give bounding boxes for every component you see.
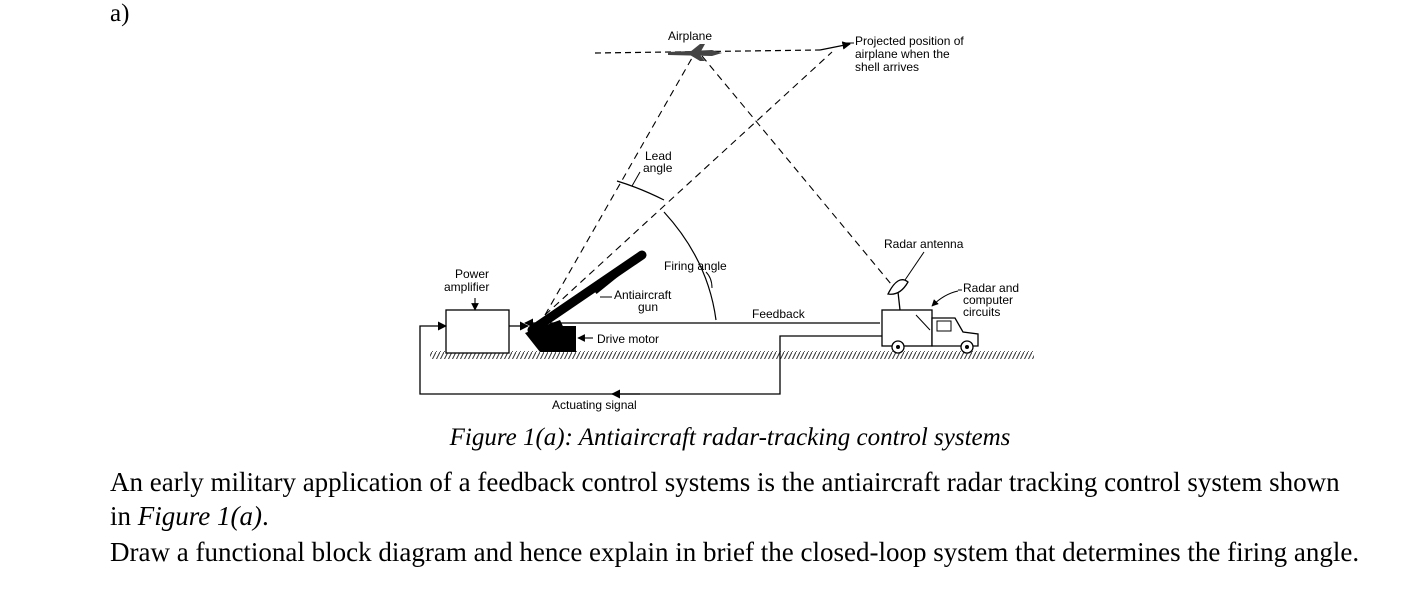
label-gun-2: gun bbox=[638, 300, 658, 314]
label-radar-antenna: Radar antenna bbox=[884, 237, 964, 251]
lead-angle-arc bbox=[616, 180, 665, 201]
label-projected-1: Projected position of bbox=[855, 34, 964, 48]
paragraph-description-text: An early military application of a feedb… bbox=[110, 467, 1340, 531]
label-gun-1: Antiaircraft bbox=[614, 288, 672, 302]
label-feedback: Feedback bbox=[752, 307, 806, 321]
label-power-2: amplifier bbox=[444, 280, 489, 294]
label-radar-circuits-3: circuits bbox=[963, 305, 1000, 319]
label-projected-2: airplane when the bbox=[855, 47, 950, 61]
radar-antenna-icon bbox=[887, 251, 925, 311]
radar-tracking-figure: Airplane Projected position of airplane … bbox=[419, 29, 1034, 412]
gun-to-projected-line bbox=[544, 51, 833, 316]
power-amplifier-box bbox=[445, 309, 510, 354]
paragraph-description: An early military application of a feedb… bbox=[110, 465, 1360, 533]
antiaircraft-gun-icon bbox=[525, 250, 647, 352]
actuating-signal-line bbox=[419, 321, 895, 395]
figure-reference: Figure 1(a) bbox=[137, 501, 262, 531]
gun-to-airplane-line bbox=[544, 57, 693, 316]
label-airplane: Airplane bbox=[668, 29, 712, 43]
label-actuating-signal: Actuating signal bbox=[552, 398, 637, 412]
label-lead-2: angle bbox=[643, 161, 673, 175]
firing-angle-arc bbox=[663, 211, 717, 321]
airplane-icon bbox=[668, 44, 722, 61]
label-lead-1: Lead bbox=[645, 149, 672, 163]
radar-truck-icon bbox=[881, 309, 979, 354]
figure-caption: Figure 1(a): Antiaircraft radar-tracking… bbox=[449, 424, 1011, 451]
label-power-1: Power bbox=[455, 267, 489, 281]
part-label: a) bbox=[110, 0, 130, 27]
paragraph-question: Draw a functional block diagram and henc… bbox=[110, 537, 1360, 567]
label-radar-circuits-1: Radar and bbox=[963, 281, 1019, 295]
label-projected-3: shell arrives bbox=[855, 60, 919, 74]
label-firing-angle: Firing angle bbox=[664, 259, 727, 273]
radar-to-airplane-line bbox=[701, 55, 897, 291]
paragraph-description-end: . bbox=[261, 501, 269, 531]
label-drive-motor: Drive motor bbox=[597, 332, 659, 346]
label-radar-circuits-2: computer bbox=[963, 293, 1013, 307]
ground-hatch bbox=[430, 351, 1034, 359]
